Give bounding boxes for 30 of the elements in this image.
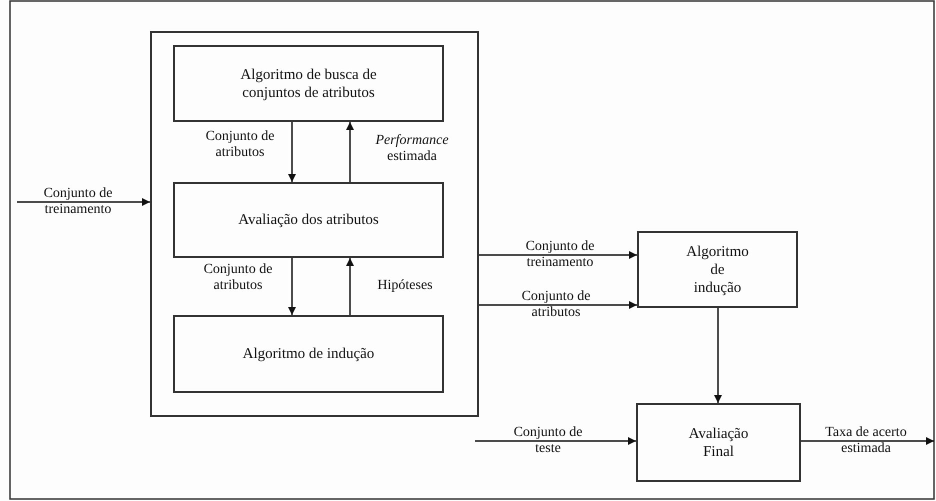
arrow [479,251,637,259]
arrow [801,437,934,445]
arrow [346,122,354,182]
edge-label: Performance estimada [374,133,450,166]
box-label: Algoritmo de indução [242,345,376,363]
arrow [288,122,296,182]
edge-label: Conjunto de treinamento [42,186,114,218]
edge-label: Conjunto de teste [512,425,584,458]
process-box [637,231,798,308]
process-box [173,45,444,122]
box-label: Algoritmo de indução [685,242,750,296]
process-box [173,315,444,393]
edge-label: Conjunto de atributos [204,129,276,162]
arrow [346,258,354,315]
arrow [714,308,722,403]
box-label: Avaliação Final [688,424,750,460]
group-box [150,31,479,417]
edge-label: Conjunto de atributos [520,289,592,322]
arrow [288,258,296,315]
box-label: Algoritmo de busca de conjuntos de atributos [239,66,378,102]
process-box [173,182,444,258]
edge-label: Taxa de acerto estimada [824,425,908,458]
process-box [636,403,801,482]
edge-label: Conjunto de atributos [202,262,274,294]
edge-label: Hipóteses [377,278,433,294]
box-label: Avaliação dos atributos [237,211,380,229]
arrow [475,437,636,445]
arrow [17,198,150,206]
edge-label: Conjunto de treinamento [524,239,596,272]
arrow [479,301,637,309]
